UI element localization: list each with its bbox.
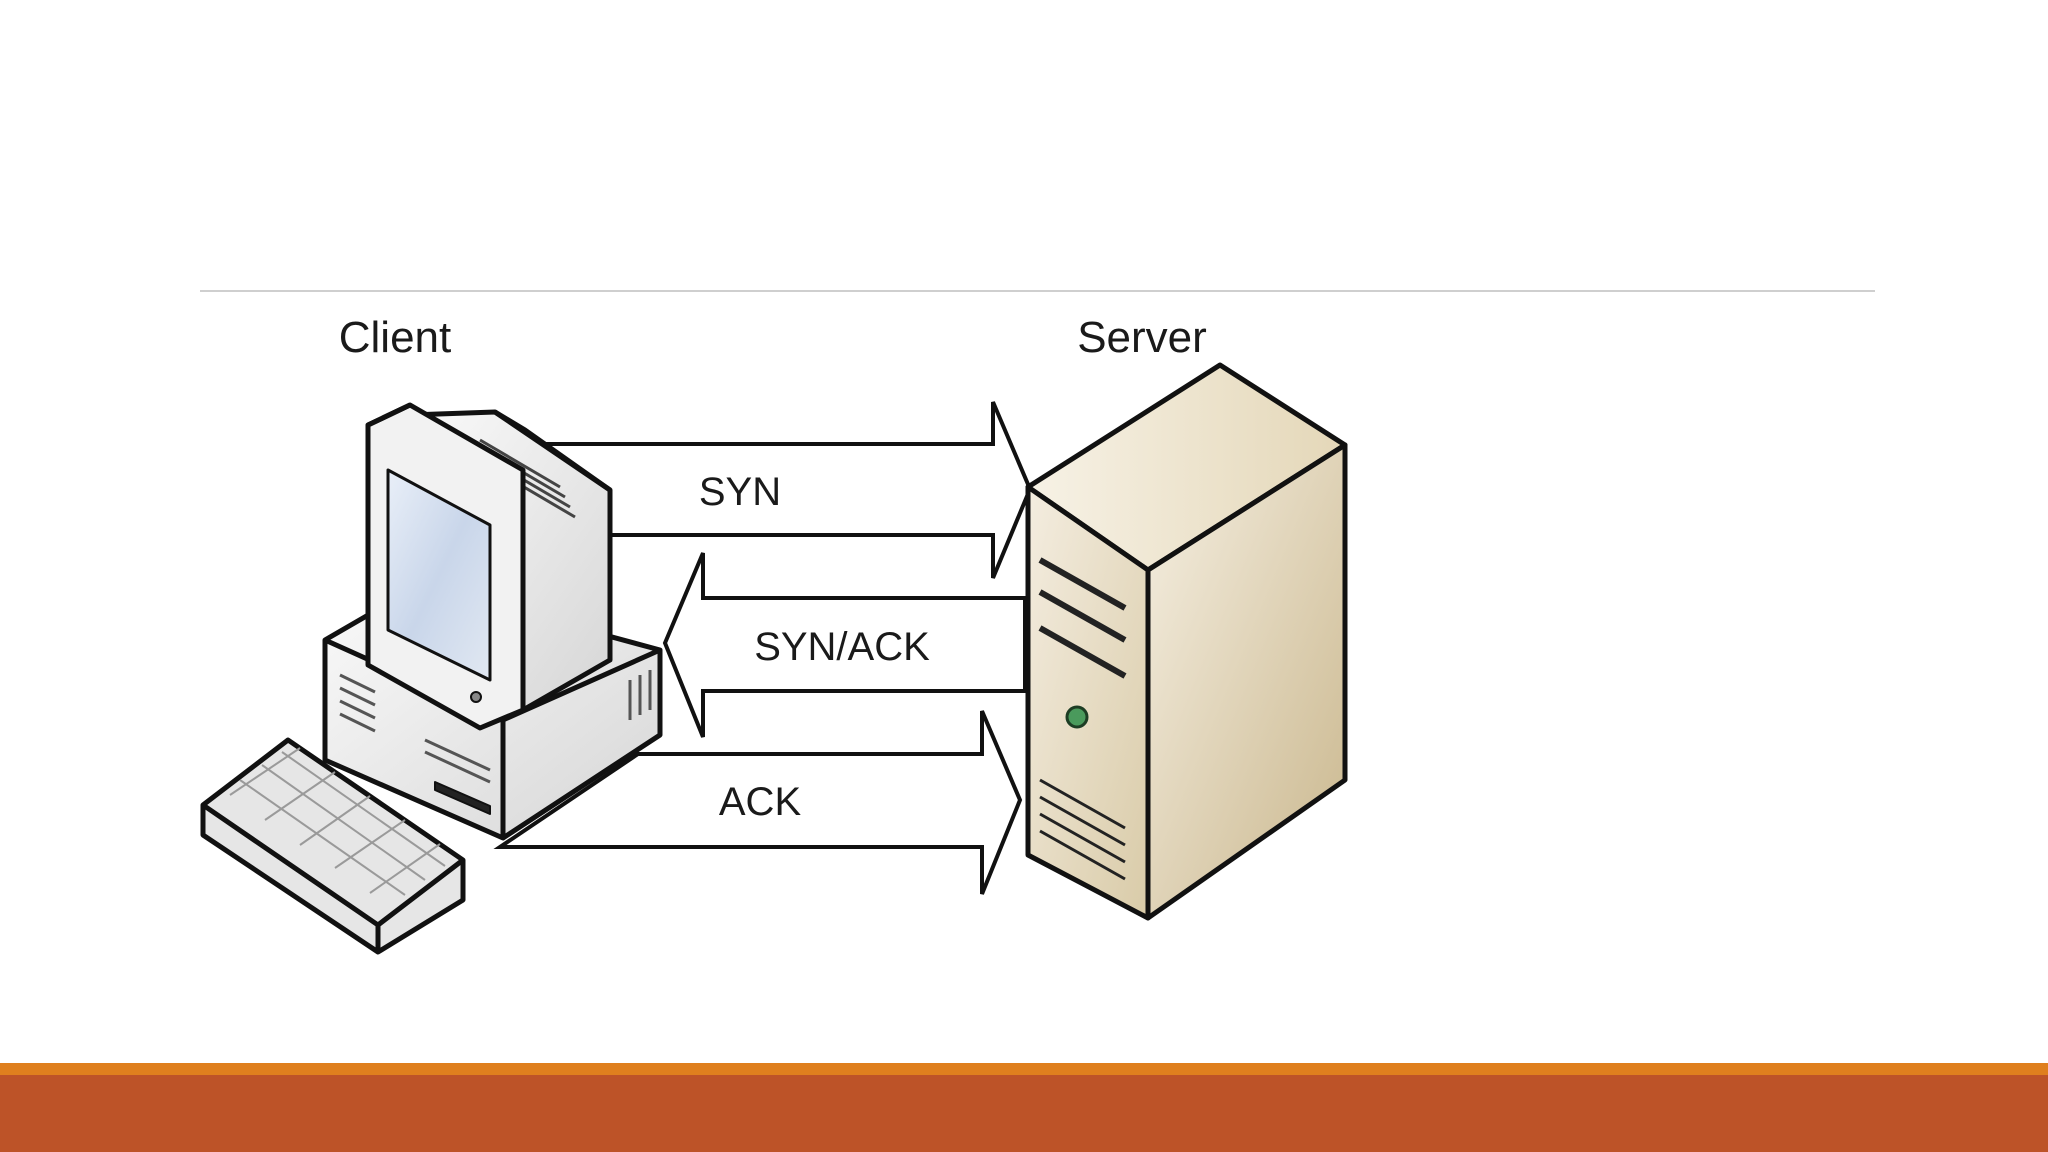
server-icon	[1025, 362, 1348, 921]
title-divider	[200, 290, 1875, 292]
ack-label: ACK	[719, 780, 802, 824]
syn-label: SYN	[699, 470, 781, 514]
client-computer-icon	[200, 402, 663, 955]
ack-arrow	[493, 710, 1023, 895]
client-label: Client	[339, 313, 452, 362]
server-label: Server	[1077, 313, 1207, 362]
syn-arrow	[541, 401, 1033, 579]
syn-ack-arrow	[662, 552, 1027, 738]
server-led-icon	[1065, 705, 1089, 729]
footer-accent-bar	[0, 1063, 2048, 1075]
syn-ack-label: SYN/ACK	[754, 625, 930, 669]
footer-bar	[0, 1075, 2048, 1152]
